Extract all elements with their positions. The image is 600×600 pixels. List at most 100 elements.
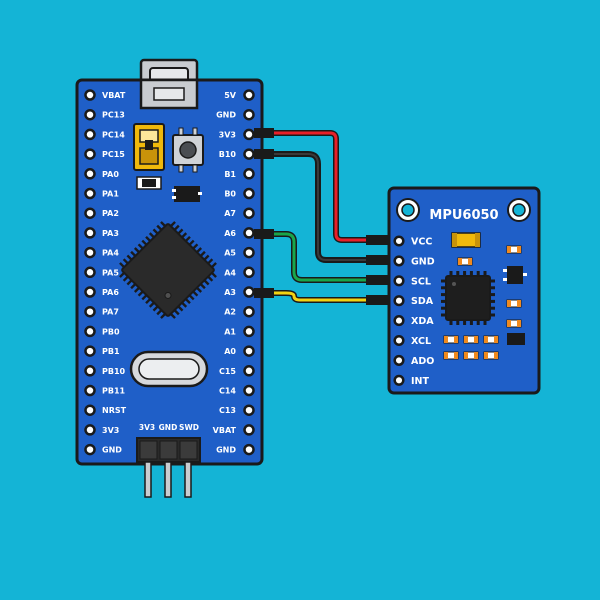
right-pin-label: 5V [224,91,237,100]
right-pin-label: A7 [224,209,236,218]
pin-hole [243,266,255,279]
right-pin-label: A6 [224,229,236,238]
pin-hole [243,227,255,239]
pin-hole [84,365,96,377]
mounting-hole-icon [396,198,420,222]
wire-connector [254,149,274,159]
right-pin-column: 5VGND3V3B10B1B0A7A6A5A4A3A2A1A0C15C14C13… [213,89,255,456]
left-pin-label: PB11 [102,387,126,396]
pin-hole [243,168,255,180]
wire-connector [254,288,274,298]
mpu-pin-label: ADO [411,356,434,367]
pin-hole [393,255,405,267]
wire-connector [366,275,388,285]
left-pin-label: PC15 [102,150,125,159]
smd-component-icon [136,176,162,190]
mpu-pin-label: SCL [411,276,431,287]
left-pin-label: PB10 [102,367,126,376]
right-pin-label: A4 [224,268,236,277]
pin-hole [393,354,405,366]
left-pin-label: GND [102,446,122,455]
left-pin-label: PA6 [102,288,119,297]
pin-hole [243,187,255,200]
pin-hole [84,108,96,121]
pin-hole [243,148,255,160]
mpu-pin-label: VCC [411,237,432,248]
mpu-pin-label: XCL [411,336,431,347]
pin-hole [243,286,255,298]
wire-connector [366,295,388,305]
pin-hole [84,148,96,160]
left-pin-label: PA2 [102,209,119,218]
right-pin-label: VBAT [213,426,237,435]
pin-hole [243,424,255,436]
wire-connector [254,229,274,239]
pin-hole [243,325,255,338]
left-pin-column: VBATPC13PC14PC15PA0PA1PA2PA3PA4PA5PA6PA7… [84,89,127,456]
pin-hole [393,315,405,327]
pin-hole [243,89,255,101]
mpu-pin-label: GND [411,256,435,267]
right-pin-label: GND [216,446,236,455]
left-pin-label: PC13 [102,111,125,120]
right-pin-label: C15 [219,367,236,376]
left-pin-label: PA3 [102,229,119,238]
pin-hole [84,266,96,279]
left-pin-label: 3V3 [102,426,119,435]
capacitor-icon [451,232,481,248]
right-pin-label: B1 [224,170,236,179]
microcontroller-chip-icon [119,221,217,319]
pin-hole [84,128,96,141]
header-label-swd: SWD [179,423,199,432]
pin-hole [243,443,255,456]
wire-vcc [270,131,370,242]
wire-sda [270,291,370,302]
pin-hole [393,334,405,347]
wire-group [254,128,388,305]
pin-hole [243,207,255,219]
right-pin-label: C14 [219,387,236,396]
pin-hole [243,108,255,121]
right-pin-label: GND [216,111,236,120]
wire-connector [254,128,274,138]
mpu-pin-label: SDA [411,296,434,307]
left-pin-label: PB1 [102,347,120,356]
crystal-icon [129,350,209,388]
jumper-icon [133,123,165,171]
right-pin-label: B10 [219,150,237,159]
reset-button-icon [172,127,204,173]
sensor-chip-icon [441,271,495,325]
pin-hole [84,384,96,397]
left-pin-label: PA1 [102,190,119,199]
header-label-gnd: GND [159,423,178,432]
stm32-board: VBATPC13PC14PC15PA0PA1PA2PA3PA4PA5PA6PA7… [75,58,264,498]
mpu-pin-label: INT [411,376,429,387]
mounting-hole-icon [507,198,531,222]
swd-header: 3V3 GND SWD [136,423,201,498]
left-pin-label: PA7 [102,308,119,317]
left-pin-label: PA0 [102,170,119,179]
right-pin-label: A2 [224,308,236,317]
wire-connector [366,235,388,245]
pin-hole [84,89,96,101]
left-pin-label: NRST [102,406,127,415]
pin-hole [84,443,96,456]
pin-hole [243,404,255,416]
mpu-pin-column: VCC GND SCL SDA XDA XCL ADO INT [393,235,435,387]
pin-hole [393,374,405,386]
pin-hole [243,384,255,397]
left-pin-label: VBAT [102,91,126,100]
wire-connector [366,255,388,265]
mpu-pin-label: XDA [411,316,434,327]
pin-hole [84,246,96,259]
right-pin-label: A1 [224,327,236,336]
pin-hole [243,128,255,141]
transistor-icon [172,186,202,202]
left-pin-label: PB0 [102,327,120,336]
pin-hole [84,404,96,416]
smd-component-group [443,245,525,360]
pin-hole [393,275,405,287]
right-pin-label: A3 [224,288,236,297]
